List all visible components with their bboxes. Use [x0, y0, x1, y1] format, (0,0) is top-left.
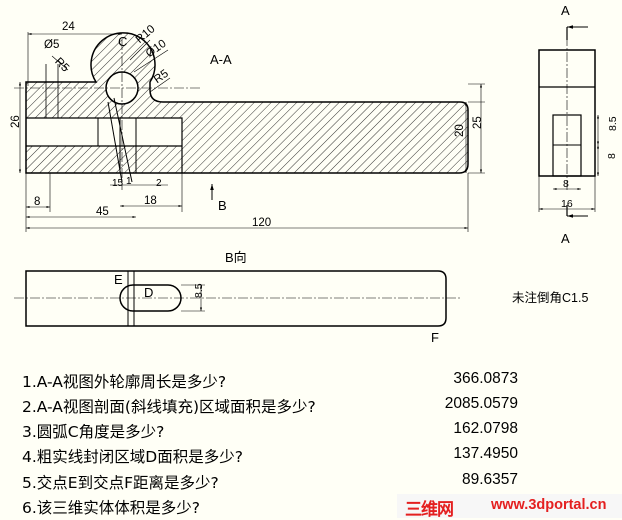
answer-1: 366.0873 — [453, 370, 518, 387]
watermark-site-url: www.3dportal.cn — [491, 497, 607, 513]
side-view — [538, 25, 600, 218]
dim-120: 120 — [252, 217, 271, 229]
dim-18: 18 — [144, 195, 157, 207]
hatch-top-band — [26, 32, 468, 118]
dim-25: 25 — [472, 116, 484, 129]
question-1: 1.A-A视图外轮廓周长是多少? — [22, 373, 227, 391]
section-view-a-a — [14, 32, 485, 232]
answer-2: 2085.0579 — [444, 395, 518, 412]
dim-45: 45 — [96, 206, 109, 218]
section-title: A-A — [210, 52, 232, 67]
dim-26: 26 — [10, 115, 22, 128]
drawing-labels: A-A A A B B向 C D E F 未注倒角C1.5 24 Ø5 R5 R… — [10, 3, 619, 345]
dim-1: 1 — [126, 176, 132, 187]
dim-20: 20 — [454, 124, 466, 137]
b-dim-8-5: 8.5 — [193, 283, 205, 298]
side-dim-8-bottom: 8 — [563, 178, 569, 190]
dim-24: 24 — [62, 21, 75, 33]
point-f-label: F — [431, 330, 439, 345]
answer-3: 162.0798 — [453, 420, 518, 437]
answer-5: 89.6357 — [461, 471, 518, 488]
view-b-title: B向 — [225, 250, 247, 265]
dim-dia5: Ø5 — [44, 39, 59, 51]
dim-dia10: Ø10 — [144, 38, 169, 60]
answer-4: 137.4950 — [453, 445, 518, 462]
point-d-label: D — [144, 285, 153, 300]
question-5: 5.交点E到交点F距离是多少? — [22, 474, 219, 492]
side-dim-8-right: 8 — [606, 153, 618, 159]
question-6: 6.该三维实体体积是多少? — [22, 499, 201, 517]
question-2: 2.A-A视图剖面(斜线填充)区域面积是多少? — [22, 398, 316, 416]
view-b-arrow-label: B — [218, 198, 227, 213]
side-dim-8-5: 8.5 — [607, 116, 619, 131]
chamfer-note: 未注倒角C1.5 — [512, 290, 588, 305]
side-dim-16: 16 — [561, 198, 573, 210]
question-4: 4.粗实线封闭区域D面积是多少? — [22, 448, 243, 466]
view-b — [14, 270, 462, 327]
dim-8-left: 8 — [34, 196, 40, 208]
point-e-label: E — [114, 272, 123, 287]
point-c-label: C — [118, 34, 127, 49]
question-3: 3.圆弧C角度是多少? — [22, 423, 165, 441]
section-hole — [26, 117, 183, 173]
dim-15: 15 — [112, 178, 124, 189]
watermark-site-name: 三维网 — [405, 500, 454, 520]
arrow-a-bottom-label: A — [561, 231, 570, 246]
dim-2: 2 — [156, 178, 162, 189]
region-d-outline — [119, 284, 182, 312]
watermark: 三维网 www.3dportal.cn — [397, 494, 622, 520]
section-outline — [25, 32, 469, 174]
arrow-a-top-label: A — [561, 3, 570, 18]
